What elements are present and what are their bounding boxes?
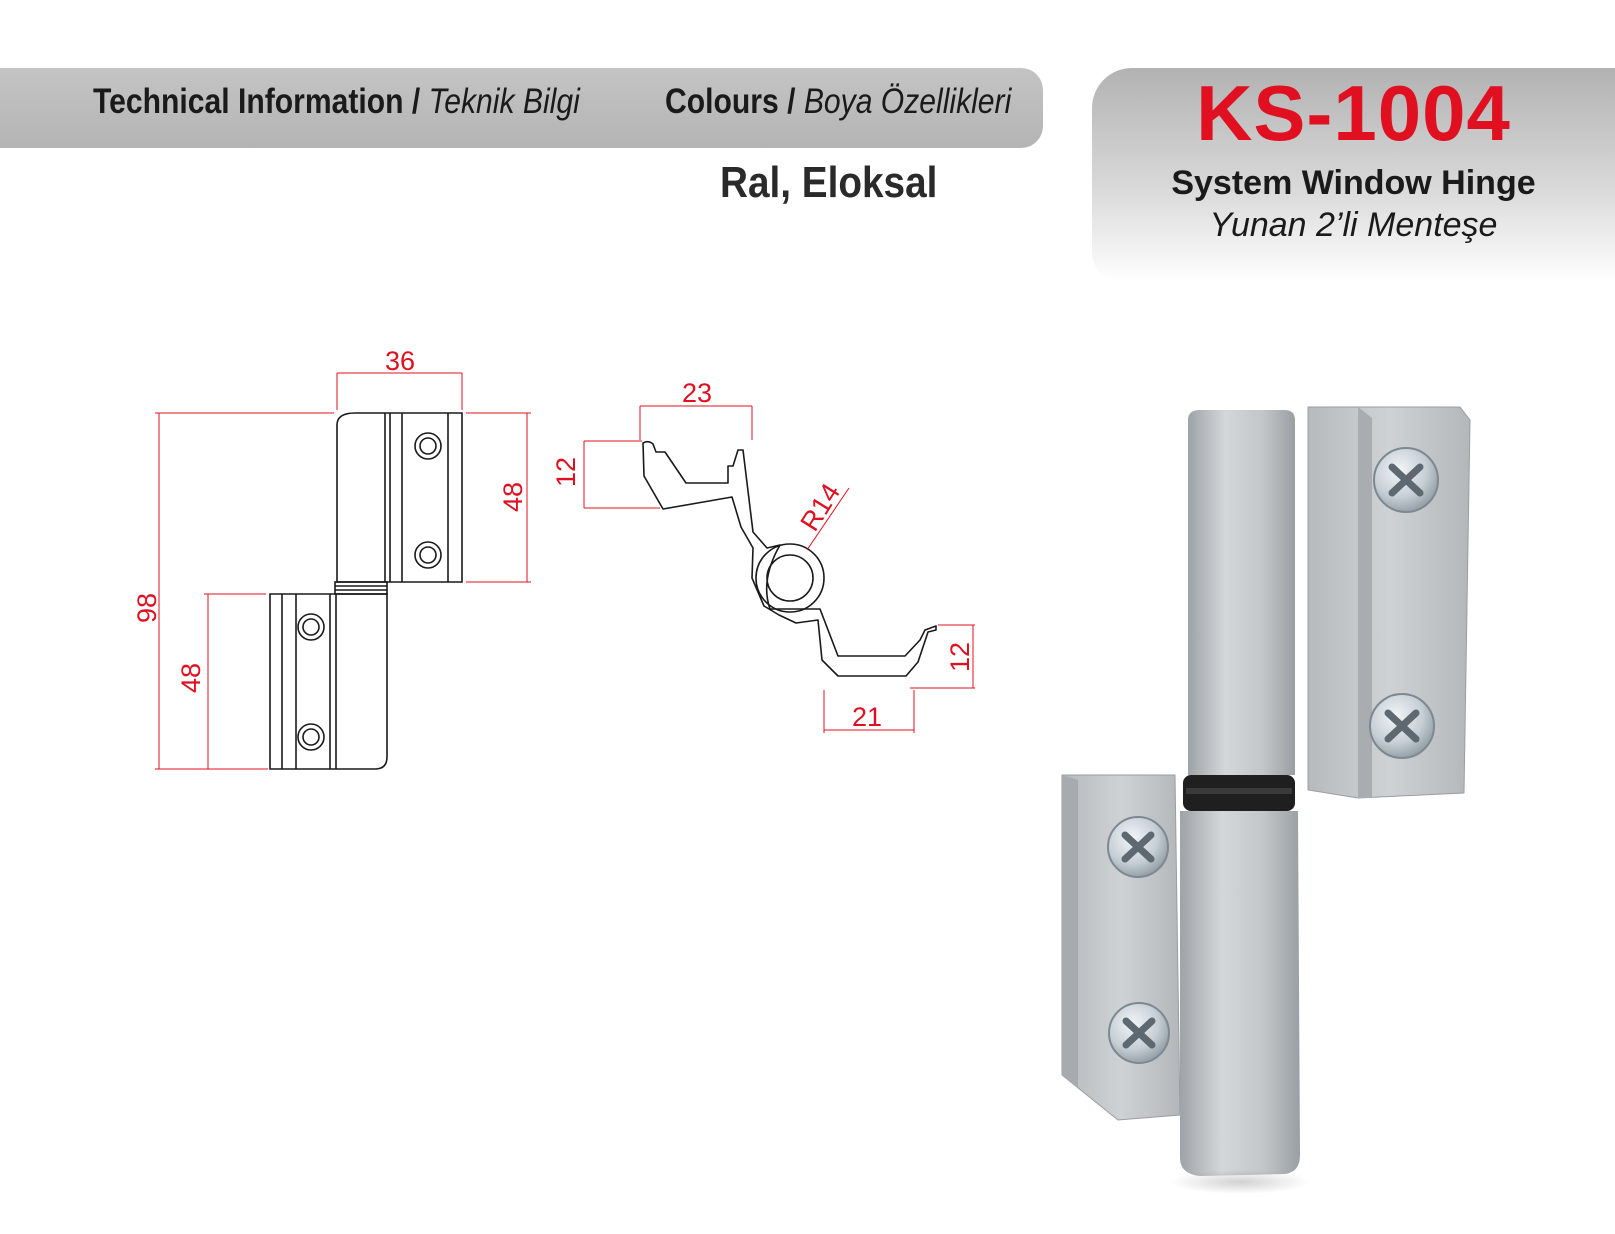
product-code: KS-1004 bbox=[1196, 69, 1511, 157]
dim-profile-bottom-width: 21 bbox=[852, 702, 882, 732]
colours-heading: Colours / Boya Özellikleri bbox=[665, 82, 1012, 121]
dim-front-width: 36 bbox=[385, 346, 415, 376]
hinge-front-view bbox=[269, 412, 463, 770]
dim-front-lower-height: 48 bbox=[176, 663, 206, 693]
dim-profile-bottom-height: 12 bbox=[945, 642, 975, 672]
screw-icon bbox=[1108, 1002, 1170, 1064]
screw-icon bbox=[1373, 447, 1439, 513]
technical-information-heading: Technical Information / Teknik Bilgi bbox=[93, 82, 580, 121]
screw-icon bbox=[1369, 693, 1435, 759]
dim-front-upper-height: 48 bbox=[498, 482, 528, 512]
header-bar bbox=[0, 68, 1043, 148]
hinge-profile-view bbox=[642, 440, 937, 677]
colours-value: Ral, Eloksal bbox=[720, 158, 938, 207]
product-name-tr: Yunan 2’li Menteşe bbox=[1209, 206, 1498, 244]
technical-drawing: 36 48 98 48 23 12 R14 12 21 bbox=[132, 346, 975, 770]
dim-profile-top-height: 12 bbox=[551, 457, 581, 487]
screw-icon bbox=[1107, 816, 1169, 878]
profile-dimension-lines bbox=[583, 405, 975, 733]
product-panel bbox=[1092, 68, 1615, 282]
front-dimension-lines bbox=[155, 372, 531, 770]
dim-front-total-height: 98 bbox=[132, 593, 162, 623]
dim-profile-top-width: 23 bbox=[682, 378, 712, 408]
product-name-en: System Window Hinge bbox=[1171, 164, 1536, 202]
